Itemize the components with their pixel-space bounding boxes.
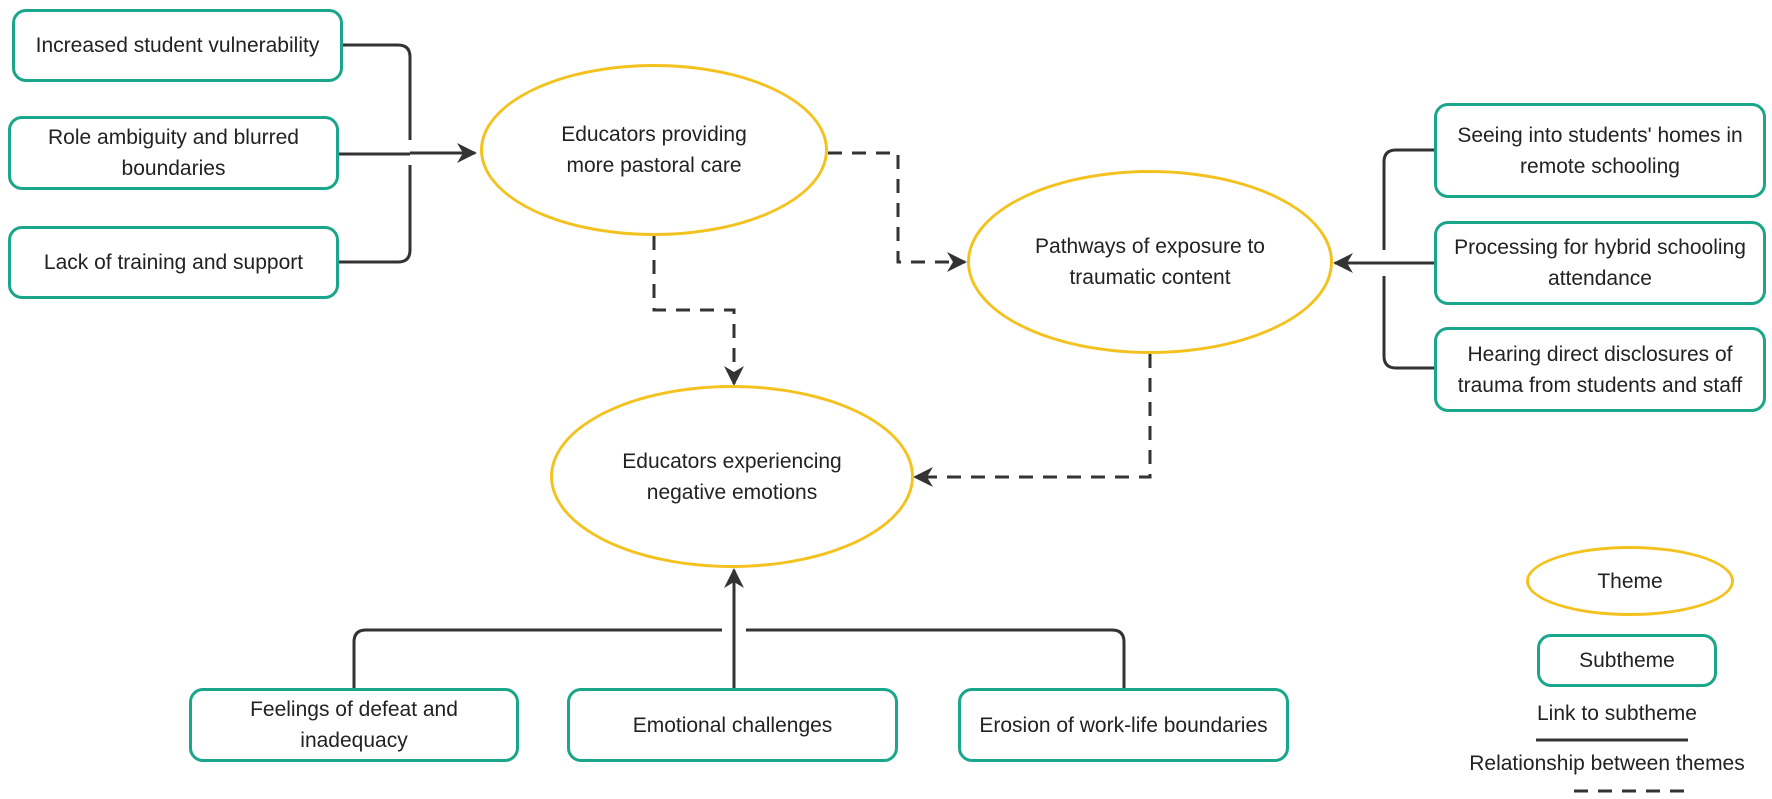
subtheme-box: Role ambiguity and blurred boundaries [8,116,339,190]
link-line [746,628,1126,688]
subtheme-box: Processing for hybrid schooling attendan… [1434,221,1766,305]
link-line [352,628,722,688]
legend-theme-swatch: Theme [1526,546,1734,616]
subtheme-box: Emotional challenges [567,688,898,762]
legend-relationship-label: Relationship between themes [1469,752,1745,775]
relationship-pastoral-to-emotions [652,236,744,386]
link-line [339,165,412,264]
relationship-lines [652,151,1152,487]
subtheme-box: Feelings of defeat and inadequacy [189,688,519,762]
subtheme-box: Lack of training and support [8,226,339,299]
subtheme-box: Increased student vulnerability [12,9,343,82]
link-lines-emotions [352,568,1126,688]
legend-link-label: Link to subtheme [1537,702,1697,725]
subtheme-box: Hearing direct disclosures of trauma fro… [1434,327,1766,412]
subtheme-box: Erosion of work-life boundaries [958,688,1289,762]
subtheme-box: Seeing into students' homes in remote sc… [1434,103,1766,198]
link-line [343,43,412,140]
link-line [1382,148,1434,250]
relationship-pastoral-to-exposure [828,151,967,272]
link-lines-pastoral [339,43,477,264]
theme-exposure: Pathways of exposure to traumatic conten… [967,170,1333,354]
link-lines-exposure [1333,148,1434,370]
theme-pastoral-care: Educators providing more pastoral care [480,64,828,236]
link-line [1382,276,1434,370]
legend-subtheme-swatch: Subtheme [1537,634,1717,687]
relationship-exposure-to-emotions [913,354,1152,487]
theme-negative-emotions: Educators experiencing negative emotions [550,385,914,568]
